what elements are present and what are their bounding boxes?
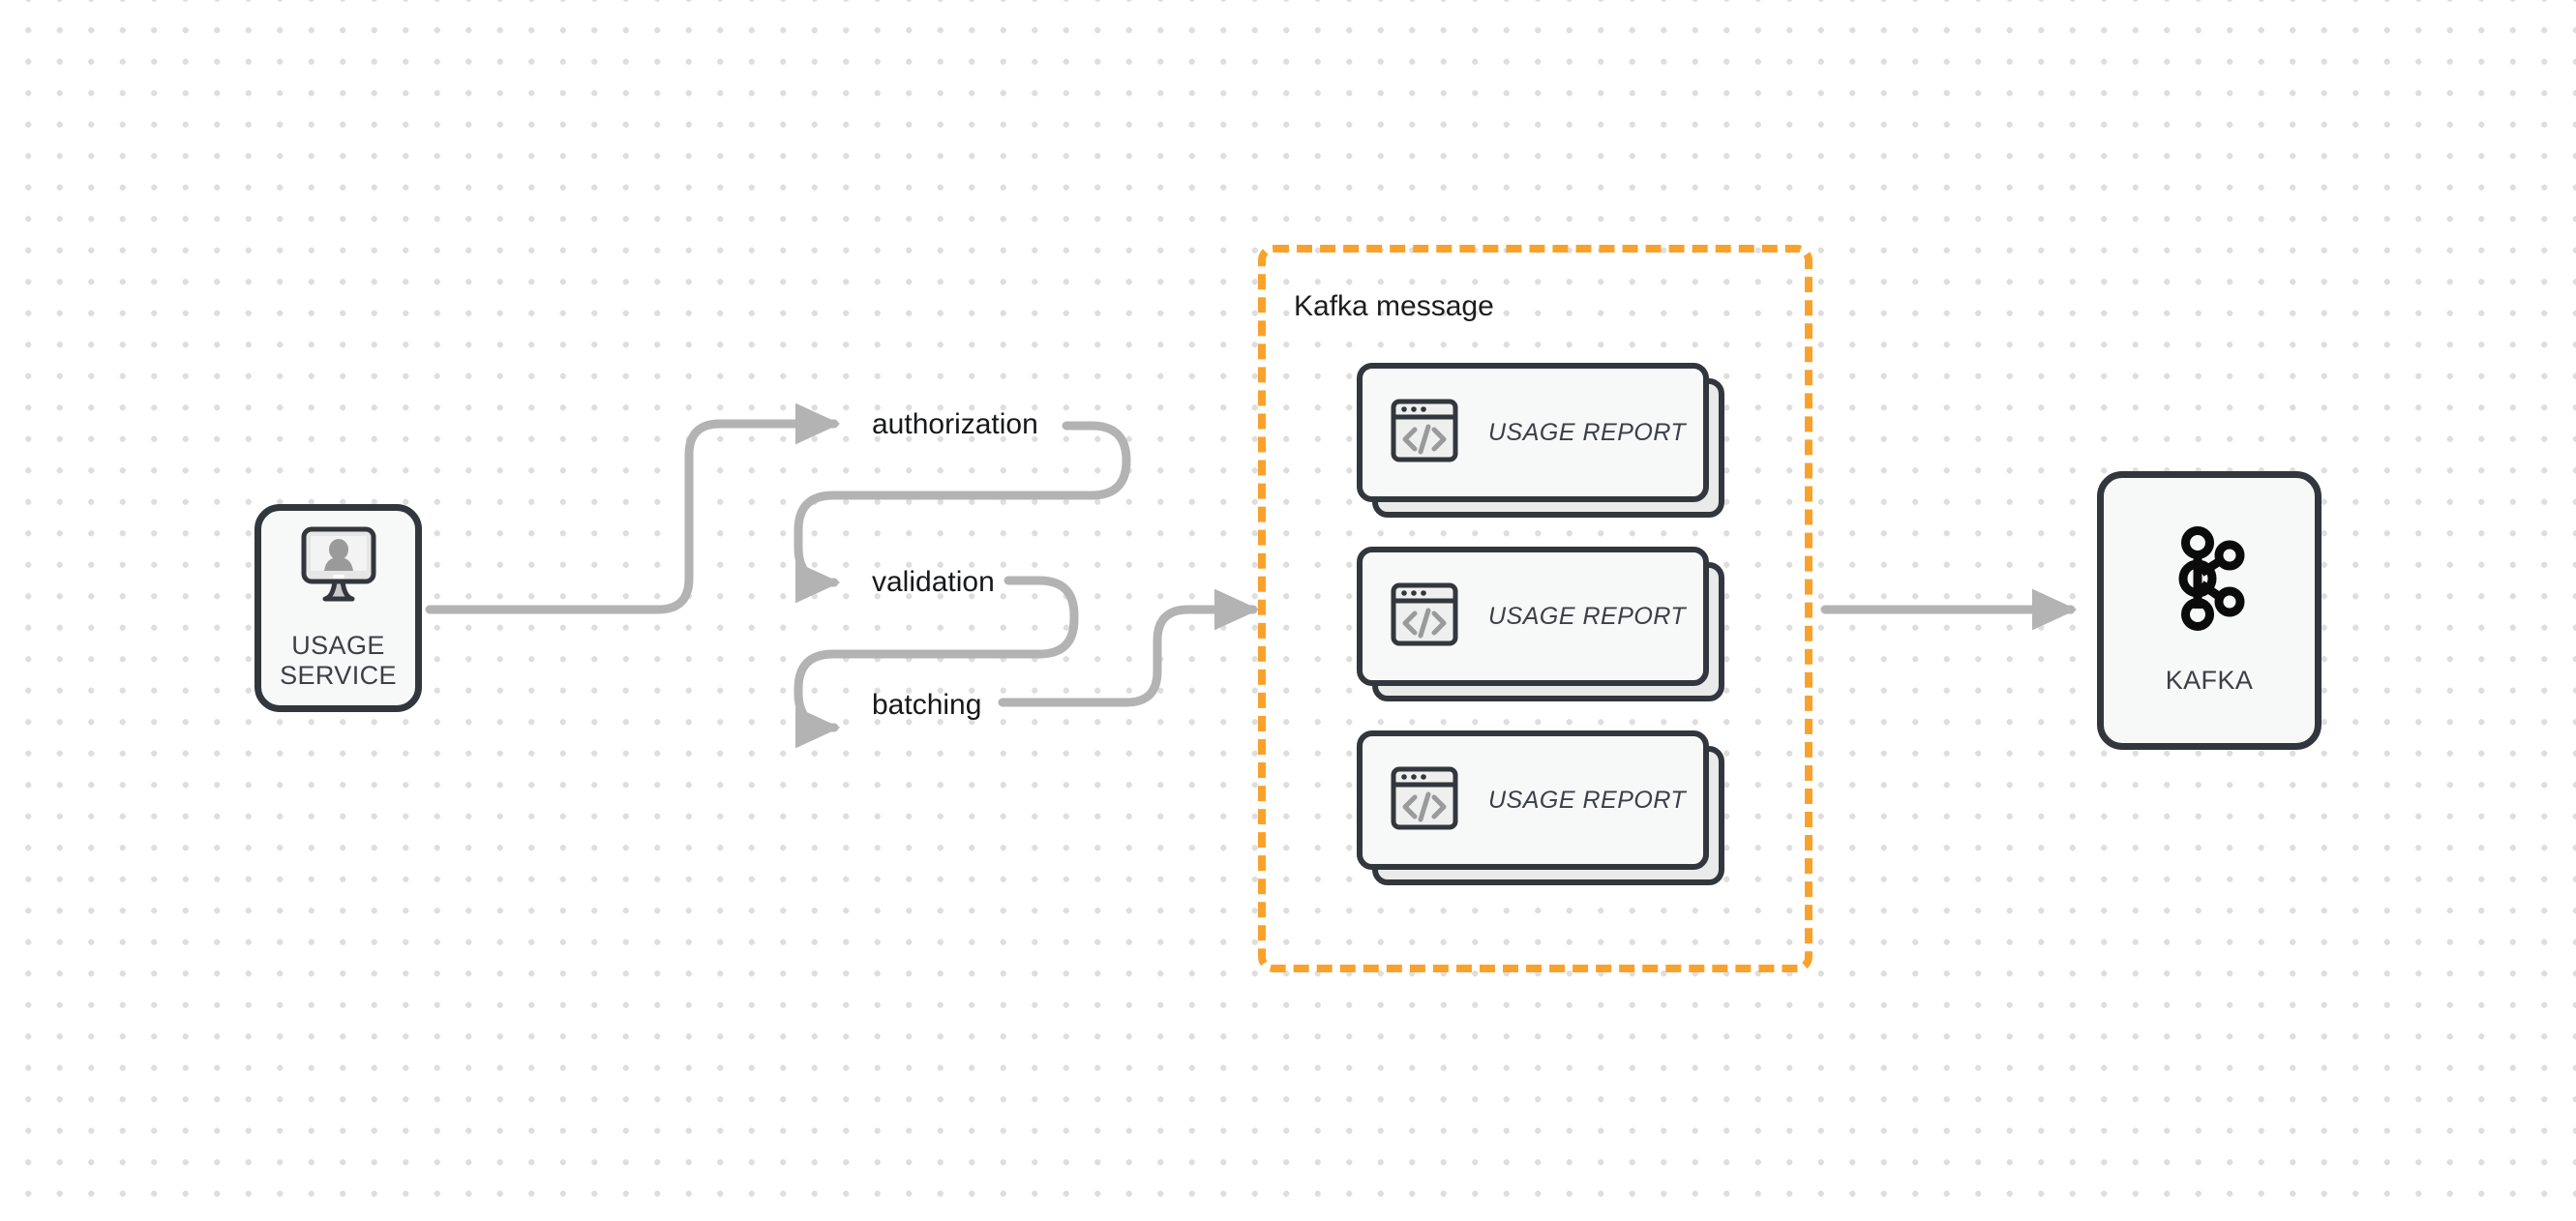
code-window-icon bbox=[1390, 580, 1459, 654]
usage-report-card-label: USAGE REPORT bbox=[1488, 602, 1687, 630]
step-label-authorization: authorization bbox=[872, 408, 1038, 440]
group-kafka-message-title: Kafka message bbox=[1294, 290, 1494, 322]
node-kafka-label: KAFKA bbox=[2165, 666, 2254, 695]
usage-report-card-stack[interactable]: USAGE REPORT bbox=[1357, 547, 1724, 701]
kafka-logo-icon bbox=[2169, 525, 2250, 637]
usage-report-card-stack[interactable]: USAGE REPORT bbox=[1357, 363, 1724, 518]
code-window-icon bbox=[1390, 396, 1459, 470]
monitor-user-icon bbox=[296, 525, 381, 610]
edge-usage-service-to-authorization bbox=[425, 402, 841, 614]
group-kafka-message bbox=[1258, 245, 1812, 972]
usage-report-card[interactable]: USAGE REPORT bbox=[1357, 730, 1709, 870]
usage-report-card-label: USAGE REPORT bbox=[1488, 418, 1687, 446]
edge-batching-to-kafka-message bbox=[998, 588, 1260, 707]
usage-report-card[interactable]: USAGE REPORT bbox=[1357, 363, 1709, 502]
usage-report-card-label: USAGE REPORT bbox=[1488, 786, 1687, 814]
usage-report-card[interactable]: USAGE REPORT bbox=[1357, 547, 1709, 686]
step-label-batching: batching bbox=[872, 689, 982, 721]
code-window-icon bbox=[1390, 763, 1459, 838]
usage-report-card-stack[interactable]: USAGE REPORT bbox=[1357, 730, 1724, 885]
node-usage-service[interactable]: USAGE SERVICE bbox=[255, 504, 422, 712]
node-kafka[interactable]: KAFKA bbox=[2097, 471, 2321, 750]
node-usage-service-label: USAGE SERVICE bbox=[280, 631, 397, 690]
edge-authorization-to-validation bbox=[794, 421, 1131, 604]
step-label-validation: validation bbox=[872, 566, 995, 598]
